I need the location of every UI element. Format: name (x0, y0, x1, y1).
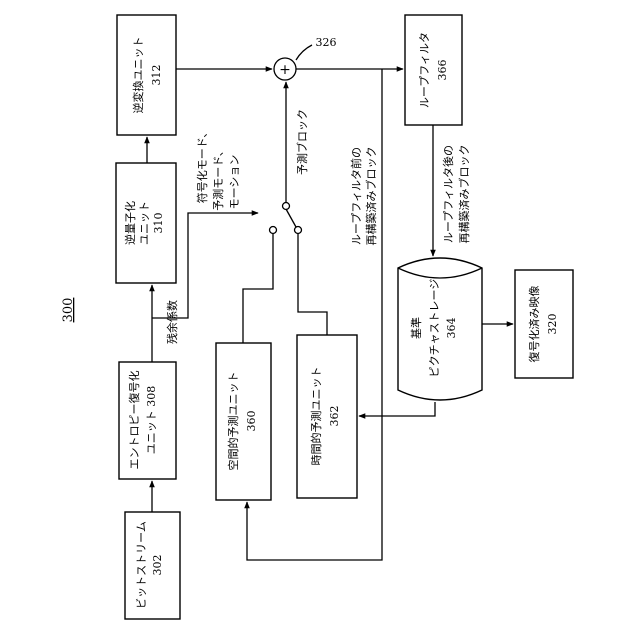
ref-storage-ref: 364 (445, 318, 458, 339)
bitstream-label: ビットストリーム (135, 521, 148, 609)
inverse-quantization-block: 逆量子化 ユニット 310 (116, 163, 176, 283)
pre-filter-label-line1: ループフィルタ前の (349, 147, 363, 245)
loop-filter-block: ループフィルタ 366 (405, 15, 462, 125)
entropy-label-line1: エントロピー復号化 (127, 371, 141, 470)
bitstream-block: ビットストリーム 302 (125, 512, 180, 619)
ref-storage-label-line1: 基準 (409, 317, 423, 339)
entropy-label-line2: ユニット 308 (145, 386, 158, 455)
inverse-quant-label-line2: ユニット (138, 201, 151, 245)
reference-picture-storage: 基準 ピクチャストレージ 364 (398, 258, 482, 400)
prediction-block-label: 予測ブロック (295, 109, 309, 175)
residual-coeffs-label: 残余係数 (165, 300, 179, 344)
coding-mode-label-line3: モーション (228, 155, 241, 210)
inverse-transform-block: 逆変換ユニット 312 (117, 15, 176, 135)
summer-node: + 326 (274, 36, 337, 80)
temporal-prediction-label: 時間的予測ユニット (309, 367, 323, 466)
inverse-quant-ref: 310 (152, 213, 165, 234)
summer-ref: 326 (316, 36, 337, 49)
temporal-prediction-ref: 362 (328, 406, 341, 427)
spatial-prediction-label: 空間的予測ユニット (226, 372, 240, 471)
temporal-prediction-block: 時間的予測ユニット 362 (297, 335, 357, 498)
decoded-video-block: 復号化済み映像 320 (515, 270, 573, 378)
entropy-decoding-block: エントロピー復号化 ユニット 308 (119, 362, 176, 479)
inverse-transform-ref: 312 (150, 65, 163, 86)
coding-mode-label-line2: 予測モード、 (211, 145, 225, 211)
loop-filter-label: ループフィルタ (418, 32, 431, 108)
prediction-switch (270, 203, 302, 234)
decoded-video-label: 復号化済み映像 (527, 286, 541, 363)
bitstream-ref: 302 (151, 555, 164, 576)
decoded-video-ref: 320 (546, 314, 559, 335)
loop-filter-ref: 366 (436, 60, 449, 81)
figure-number: 300 (61, 298, 76, 323)
inverse-quant-label-line1: 逆量子化 (123, 201, 137, 245)
pre-filter-label-line2: 再構築済みブロック (364, 147, 378, 246)
summer-plus: + (279, 62, 291, 78)
post-filter-label-line2: 再構築済みブロック (457, 145, 471, 244)
ref-storage-label-line2: ピクチャストレージ (428, 279, 441, 378)
coding-mode-label-line1: 符号化モード、 (195, 127, 209, 204)
inverse-transform-label: 逆変換ユニット (131, 37, 145, 114)
spatial-prediction-block: 空間的予測ユニット 360 (216, 343, 271, 500)
post-filter-label-line1: ループフィルタ後の (441, 145, 455, 243)
spatial-prediction-ref: 360 (245, 411, 258, 432)
